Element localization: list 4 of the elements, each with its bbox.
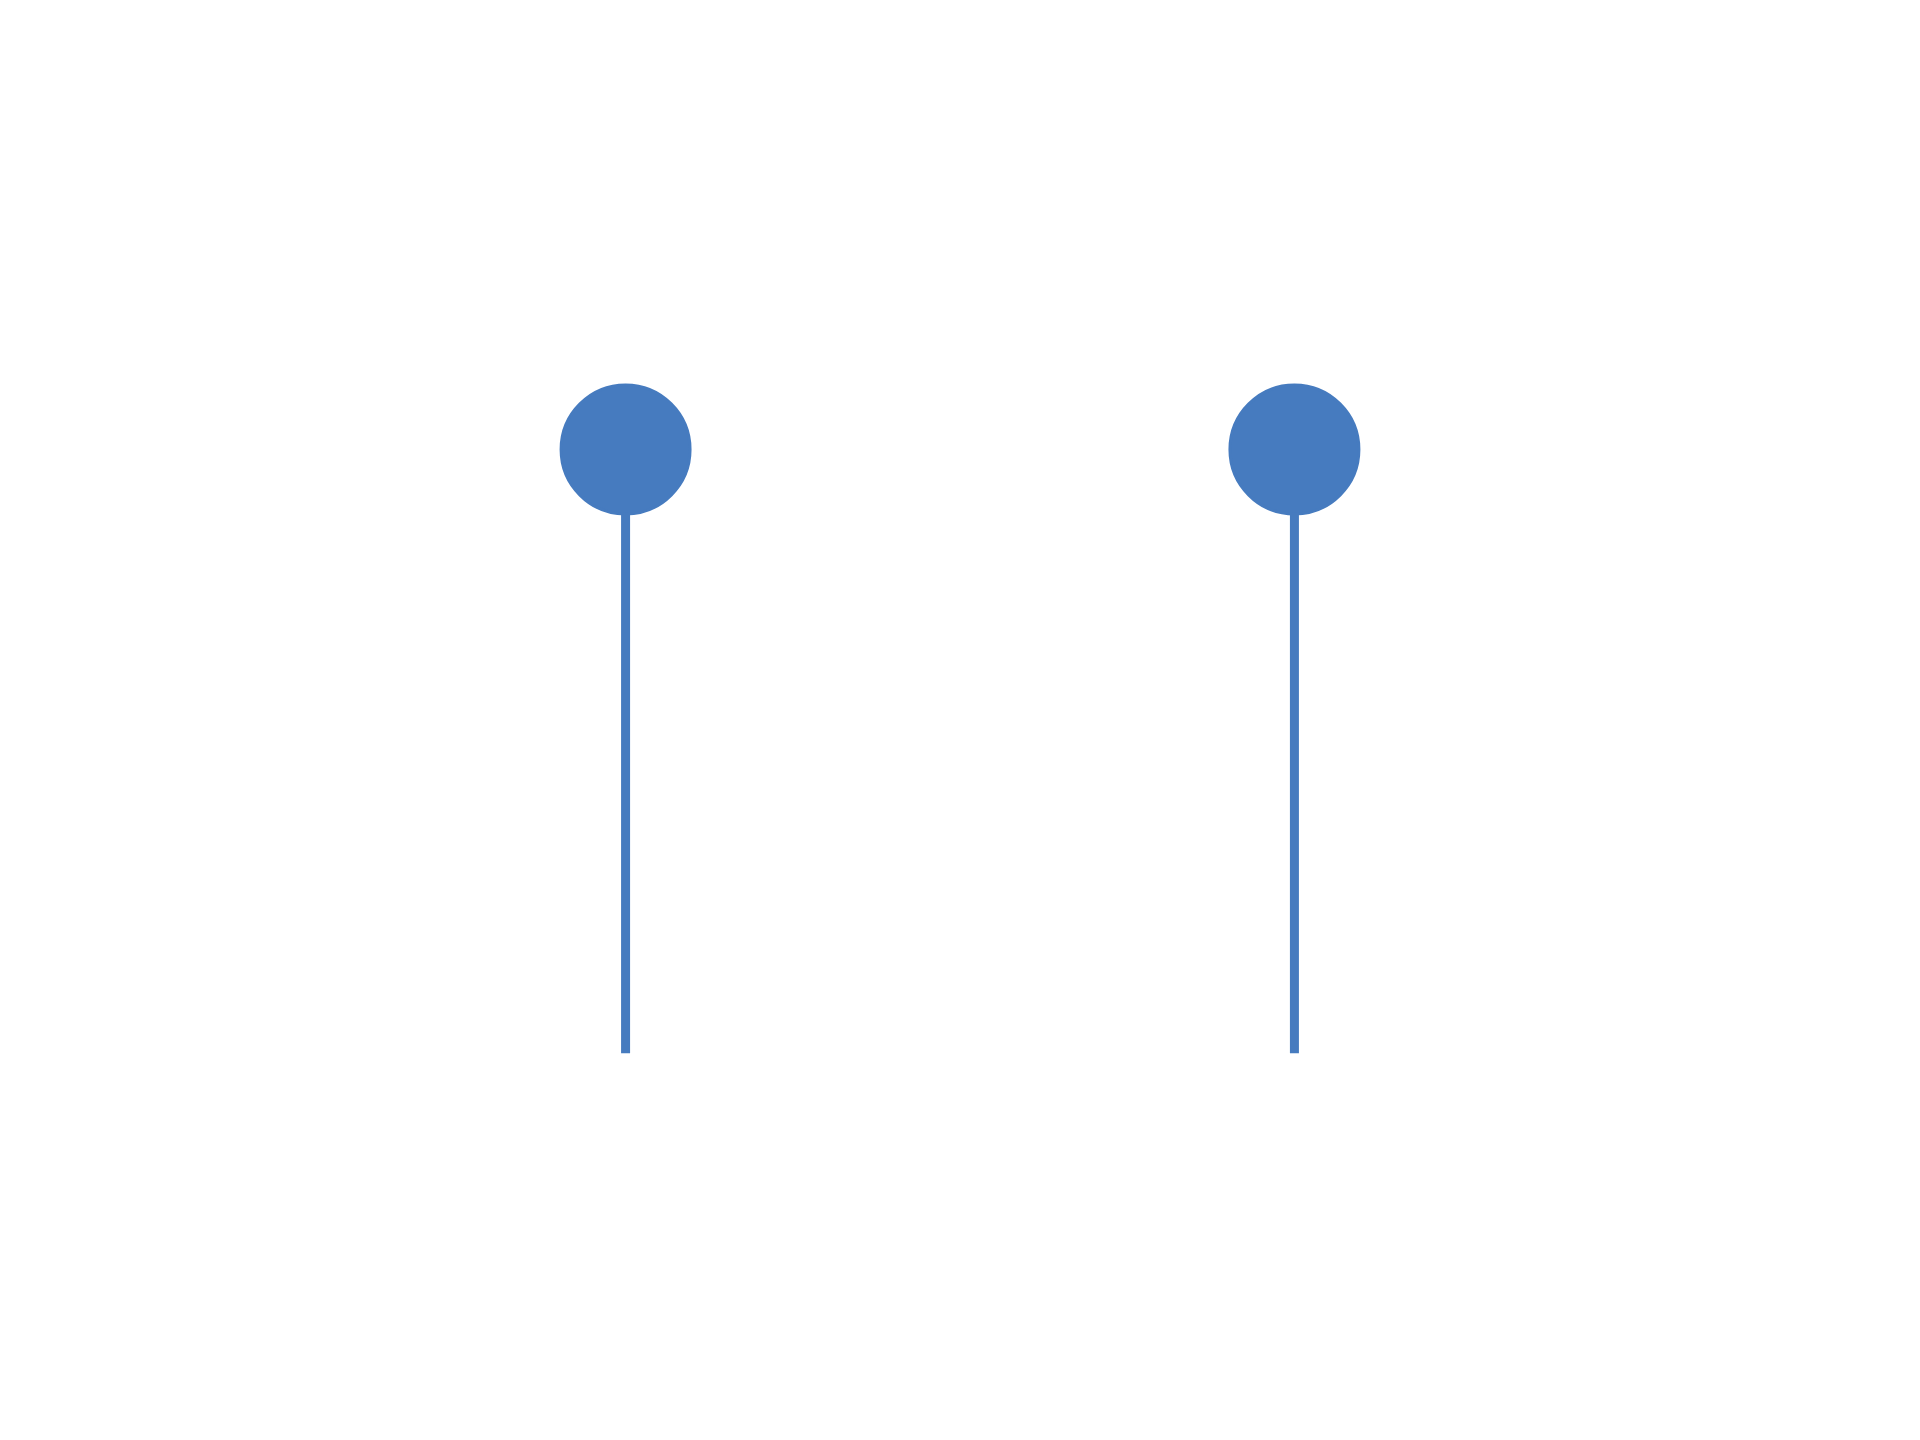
node-circle xyxy=(1228,383,1361,515)
connector xyxy=(621,514,631,1053)
node-circle xyxy=(559,383,692,515)
connector xyxy=(1289,514,1299,1053)
